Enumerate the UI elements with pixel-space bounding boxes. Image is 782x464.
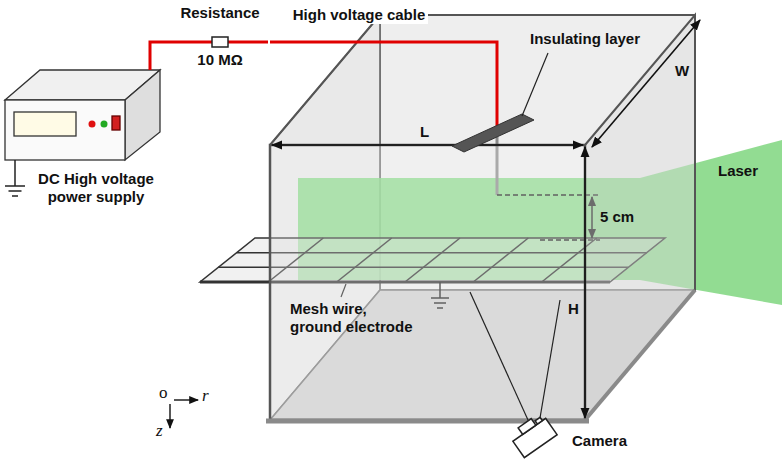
axis-label: r [202, 387, 209, 405]
ground-symbol [5, 185, 25, 187]
axis-arrow [174, 399, 198, 400]
node-text: Resistance [172, 4, 268, 22]
power-supply-box [125, 70, 160, 160]
tank-front [266, 15, 695, 421]
high-voltage-cable [270, 41, 448, 44]
camera-icon [518, 419, 536, 435]
resistor-symbol [212, 37, 228, 47]
part-label: Mesh wire, ground electrode [290, 300, 418, 336]
power-supply-box [5, 100, 125, 160]
tank-front [585, 15, 695, 420]
camera-icon [513, 418, 557, 457]
camera-icon [508, 412, 557, 458]
dimension-label: 5 cm [600, 208, 634, 226]
dimension-arrow [584, 147, 586, 418]
insulating-layer: Insulating layer [448, 30, 670, 156]
camera-view-lines [470, 292, 560, 420]
tank-front [585, 290, 695, 420]
ground-symbol [14, 160, 16, 186]
axis-label: z [156, 422, 163, 440]
ground-symbol [12, 195, 18, 197]
camera-view-lines [470, 292, 528, 420]
high-voltage-cable [150, 42, 172, 70]
part-label: Camera [572, 432, 627, 450]
tank-front [270, 145, 585, 420]
camera-icon [535, 417, 542, 424]
power-supply-box [101, 121, 108, 128]
insulating-bar [452, 114, 534, 152]
resistor: Resistance 10 MΩ [172, 4, 270, 71]
axis-label: o [159, 384, 168, 402]
power-supply-box [14, 112, 76, 136]
laser-label: Laser [718, 162, 758, 180]
ground-symbol [9, 190, 22, 192]
dimension-arrow [272, 144, 583, 146]
node-text: DC High voltage power supply [28, 170, 164, 206]
power-supply-box [89, 121, 96, 128]
dimension-label: W [675, 62, 689, 80]
power-supply-box [112, 116, 120, 130]
leader-line [522, 53, 548, 116]
cable-label: High voltage cable [290, 6, 429, 24]
power-supply: DC High voltage power supply [4, 70, 166, 210]
axis-arrow [169, 404, 170, 428]
dimension-label: L [420, 123, 429, 141]
node-text: 10 MΩ [172, 51, 268, 69]
ground-symbol [5, 160, 25, 196]
node-text: Insulating layer [530, 30, 640, 48]
dimension-label: H [568, 300, 579, 318]
camera-view-lines [540, 300, 560, 418]
power-supply-box [5, 70, 160, 160]
high-voltage-wire [448, 42, 497, 126]
tank-front [270, 15, 380, 145]
tank-back [270, 15, 695, 420]
